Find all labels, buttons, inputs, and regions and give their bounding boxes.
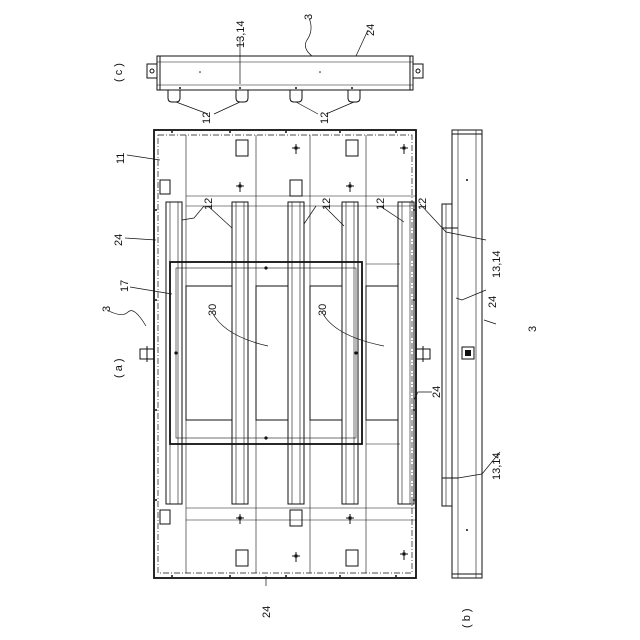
- label-30-a2: 30: [317, 304, 329, 316]
- label-24-a-left: 24: [113, 234, 125, 246]
- label-24-a-right: 24: [431, 386, 443, 398]
- view-c-caption: ( c ): [113, 63, 125, 82]
- label-12-a3: 12: [375, 198, 387, 210]
- label-12-a1: 12: [203, 198, 215, 210]
- label-30-a1: 30: [207, 304, 219, 316]
- window-30-b: [256, 286, 288, 420]
- view-a-caption: ( a ): [113, 358, 125, 378]
- label-24-b: 24: [487, 296, 499, 308]
- labels: ( c ) ( a ) ( b ) 13,14 3 24 12 12 11 24…: [101, 14, 539, 628]
- label-13-14-b-bottom: 13,14: [491, 452, 503, 480]
- view-b-caption: ( b ): [461, 608, 473, 628]
- plan-view-a: [140, 130, 430, 578]
- label-12-b: 12: [417, 198, 429, 210]
- label-3-c: 3: [303, 14, 315, 20]
- rails-12: [166, 202, 414, 504]
- label-12-a2: 12: [321, 198, 333, 210]
- label-11: 11: [115, 153, 127, 164]
- label-3-b: 3: [527, 326, 539, 332]
- side-view-c: [147, 56, 423, 102]
- label-12-c1: 12: [201, 112, 213, 124]
- label-24-c: 24: [365, 24, 377, 36]
- frame-17: [170, 262, 362, 444]
- side-view-b: [442, 130, 482, 578]
- label-13-14-b-top: 13,14: [491, 250, 503, 278]
- label-12-c2: 12: [319, 112, 331, 124]
- label-24-a-bottom: 24: [261, 606, 273, 618]
- label-3-a: 3: [101, 306, 113, 312]
- label-13-14-c: 13,14: [235, 20, 247, 48]
- window-30-d: [366, 286, 398, 420]
- label-17: 17: [119, 280, 131, 292]
